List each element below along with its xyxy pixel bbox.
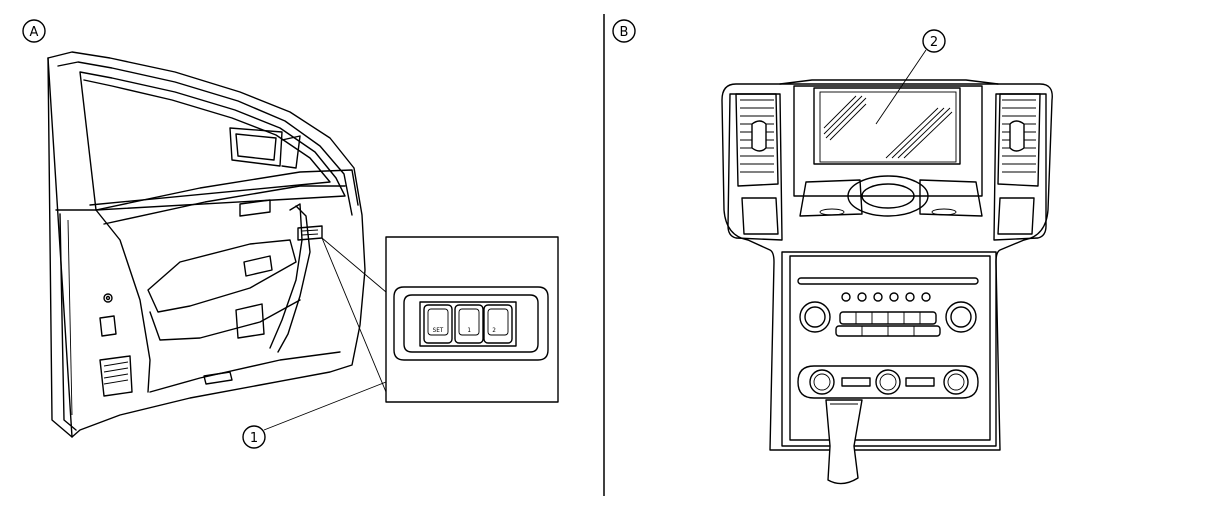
callout-2: 2 bbox=[875, 29, 946, 125]
callout-1-text: 1 bbox=[250, 431, 258, 446]
door-illustration bbox=[47, 51, 387, 438]
callout-1: 1 bbox=[242, 381, 387, 449]
memory-button-2: 2 bbox=[483, 304, 513, 344]
panel-a-label-text: A bbox=[30, 25, 39, 40]
panel-a-label: A bbox=[22, 19, 46, 43]
center-console-illustration bbox=[721, 79, 1053, 485]
panel-b-label-text: B bbox=[620, 25, 629, 40]
preset-buttons bbox=[841, 292, 931, 302]
gear-shifter bbox=[825, 399, 863, 485]
display-screen bbox=[813, 87, 961, 165]
memory-button-set-label: SET bbox=[433, 327, 444, 334]
callout-2-text: 2 bbox=[930, 35, 938, 50]
memory-button-set: SET bbox=[423, 304, 453, 344]
panel-b: B bbox=[612, 19, 1053, 485]
panel-a: A bbox=[22, 19, 559, 449]
memory-button-1: 1 bbox=[454, 304, 484, 344]
memory-button-1-label: 1 bbox=[467, 327, 471, 334]
memory-switch-inset: SET 1 2 bbox=[385, 236, 559, 403]
panel-b-label: B bbox=[612, 19, 636, 43]
memory-button-2-label: 2 bbox=[492, 327, 496, 334]
